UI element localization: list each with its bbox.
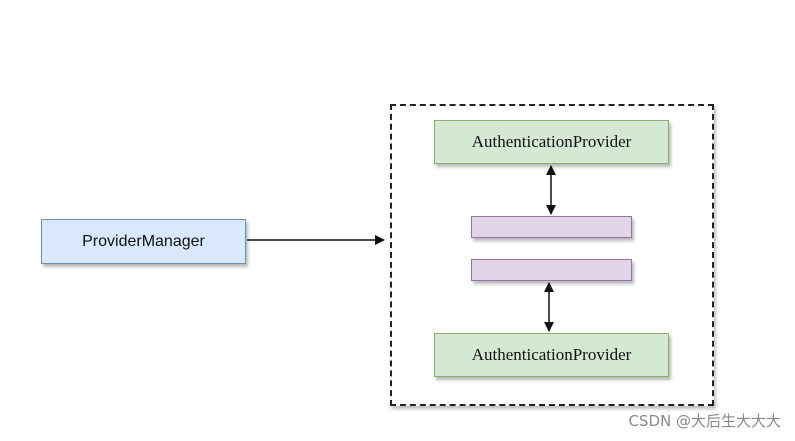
provider-placeholder-bottom: [471, 259, 632, 281]
authentication-provider-bottom-node: AuthenticationProvider: [434, 333, 669, 377]
provider-manager-node: ProviderManager: [41, 219, 246, 264]
provider-group-container: [390, 104, 714, 406]
provider-placeholder-top: [471, 216, 632, 238]
watermark: CSDN @大后生大大大: [628, 412, 781, 430]
authentication-provider-bottom-label: AuthenticationProvider: [471, 345, 632, 364]
provider-manager-label: ProviderManager: [82, 232, 205, 250]
authentication-provider-top-label: AuthenticationProvider: [471, 132, 632, 151]
authentication-provider-top-node: AuthenticationProvider: [434, 120, 669, 164]
